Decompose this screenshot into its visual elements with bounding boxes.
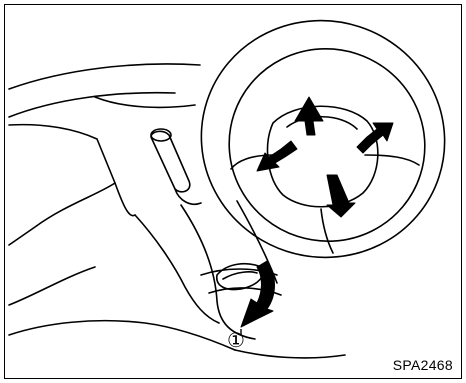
steering-wheel-adjustment-illustration xyxy=(5,5,463,380)
steering-wheel-rim-inner xyxy=(204,23,450,266)
callout-number-1: ① xyxy=(227,329,245,351)
figure-reference-code: SPA2468 xyxy=(393,357,453,373)
door-trim xyxy=(9,125,115,245)
steering-wheel-rim-outer xyxy=(171,5,463,289)
tilt-up-arrow xyxy=(295,97,323,135)
tilt-down-arrow xyxy=(327,175,355,217)
telescope-in-arrow xyxy=(357,123,393,153)
figure-frame: ① SPA2468 xyxy=(4,4,462,379)
dashboard-outline xyxy=(9,64,200,89)
lock-lever xyxy=(217,264,263,290)
